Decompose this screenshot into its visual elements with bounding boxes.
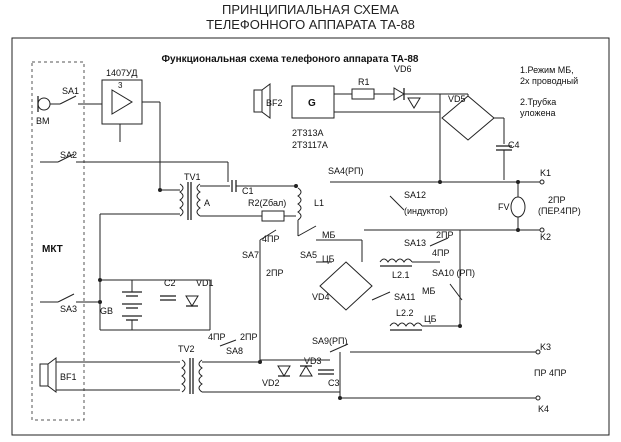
note-line-4: уложена (520, 108, 556, 118)
inductor-l22 (389, 322, 423, 327)
tr1-label: 2Т313А (292, 128, 324, 138)
amplifier-label: 1407УД (106, 68, 137, 78)
pr4c-label: 4ПР (208, 332, 225, 342)
inductor-l1 (297, 187, 302, 221)
r1-label: R1 (358, 77, 370, 87)
c1-label: C1 (242, 186, 254, 196)
sa9-label: SA9(РП) (312, 336, 347, 346)
sa7-label: SA7 (242, 250, 259, 260)
generator-g (291, 85, 335, 119)
pr4b-label: 4ПР (432, 248, 449, 258)
mb2-label: МБ (422, 286, 435, 296)
inductor-l21 (379, 258, 413, 263)
mkt-block (31, 61, 85, 421)
pr4d-label: ПР 4ПР (534, 368, 566, 378)
vd2-label: VD2 (262, 378, 280, 388)
switch-sa1 (59, 95, 77, 105)
sa11-label: SA11 (394, 292, 415, 302)
earpiece-bf1 (39, 363, 49, 387)
transformer-tv2 (181, 358, 203, 394)
k1-label: K1 (540, 168, 551, 178)
sa13-label: SA13 (404, 238, 426, 248)
sa4-label: SA4(РП) (328, 166, 363, 176)
resistor-r2 (261, 210, 285, 222)
k3-label: K3 (540, 342, 551, 352)
header-line-2: ТЕЛЕФОННОГО АППАРАТА ТА-88 (206, 17, 415, 32)
note-line-2: 2х проводный (520, 76, 578, 86)
switch-sa3 (57, 293, 75, 303)
vd5-label: VD5 (448, 94, 466, 104)
k4-label: K4 (538, 404, 549, 414)
terminal-k2 (539, 227, 545, 233)
diagram-title: Функциональная схема телефоного аппарата… (162, 53, 419, 65)
switch-sa5 (297, 225, 317, 237)
tv1-a-label: А (204, 198, 210, 208)
switch-sa12 (389, 195, 405, 211)
vd4-label: VD4 (312, 292, 330, 302)
sa8-label: SA8 (226, 346, 243, 356)
l21-label: L2.1 (392, 270, 410, 280)
switch-sa8 (219, 339, 237, 347)
sa2-label: SA2 (60, 150, 77, 160)
pr2b-label: 2ПР (436, 230, 453, 240)
switch-sa13 (429, 237, 449, 247)
header-line-1: ПРИНЦИПИАЛЬНАЯ СХЕМА (222, 2, 399, 17)
tv1-label: TV1 (184, 172, 201, 182)
pr2c-label: 2ПР (240, 332, 257, 342)
diode-bridge-vd4 (319, 261, 373, 311)
k2-note-1: 2ПР (548, 195, 565, 205)
diode-vd2 (277, 365, 291, 377)
switch-sa11 (371, 291, 391, 301)
bm-label: BM (36, 116, 50, 126)
diode-vd3 (299, 365, 313, 377)
mb1-label: МБ (322, 230, 335, 240)
led-vd6 (393, 87, 405, 101)
c4-label: C4 (508, 140, 520, 150)
g-label: G (308, 98, 316, 109)
diode-bridge-vd5 (441, 95, 495, 141)
c3-label: C3 (328, 378, 340, 388)
sa12-label: SA12 (404, 190, 426, 200)
switch-sa9 (329, 343, 349, 353)
page-header: ПРИНЦИПИАЛЬНАЯ СХЕМА ТЕЛЕФОННОГО АППАРАТ… (0, 2, 621, 32)
diode-vd1 (185, 295, 199, 307)
vd1-label: VD1 (196, 278, 214, 288)
terminal-k1 (539, 179, 545, 185)
note-line-1: 1.Режим МБ, (520, 65, 574, 75)
c2-label: C2 (164, 278, 176, 288)
gb-label: GB (100, 306, 113, 316)
speaker-bf2 (253, 89, 263, 113)
sa12-note: (индуктор) (404, 206, 448, 216)
tr2-label: 2Т3117А (292, 140, 328, 150)
l22-label: L2.2 (396, 308, 414, 318)
bf2-label: BF2 (266, 98, 283, 108)
pr2a-label: 2ПР (266, 268, 283, 278)
cb2-label: ЦБ (424, 314, 437, 324)
tv2-label: TV2 (178, 344, 195, 354)
resistor-r1 (351, 88, 375, 100)
transformer-tv1 (179, 182, 201, 220)
k2-label: K2 (540, 232, 551, 242)
terminal-k3 (535, 349, 541, 355)
vd3-label: VD3 (304, 356, 322, 366)
k2-note-2: (ПЕР.4ПР) (538, 206, 581, 216)
note-line-3: 2.Трубка (520, 97, 556, 107)
switch-sa2 (57, 153, 75, 163)
sa3-label: SA3 (60, 304, 77, 314)
amplifier-pin: 3 (118, 81, 123, 90)
terminal-k4 (535, 395, 541, 401)
switch-sa7 (259, 229, 277, 241)
fv-label: FV (498, 202, 510, 212)
sa1-label: SA1 (62, 86, 79, 96)
sa10-label: SA10 (РП) (432, 268, 475, 278)
pr4a-label: 4ПР (262, 234, 279, 244)
r2-label: R2(Zбал) (248, 198, 286, 208)
vd6-label: VD6 (394, 64, 412, 74)
bf1-label: BF1 (60, 372, 77, 382)
l1-label: L1 (314, 198, 324, 208)
sa5-label: SA5 (300, 250, 317, 260)
cb1-label: ЦБ (322, 254, 335, 264)
mkt-label: МКТ (42, 244, 63, 255)
